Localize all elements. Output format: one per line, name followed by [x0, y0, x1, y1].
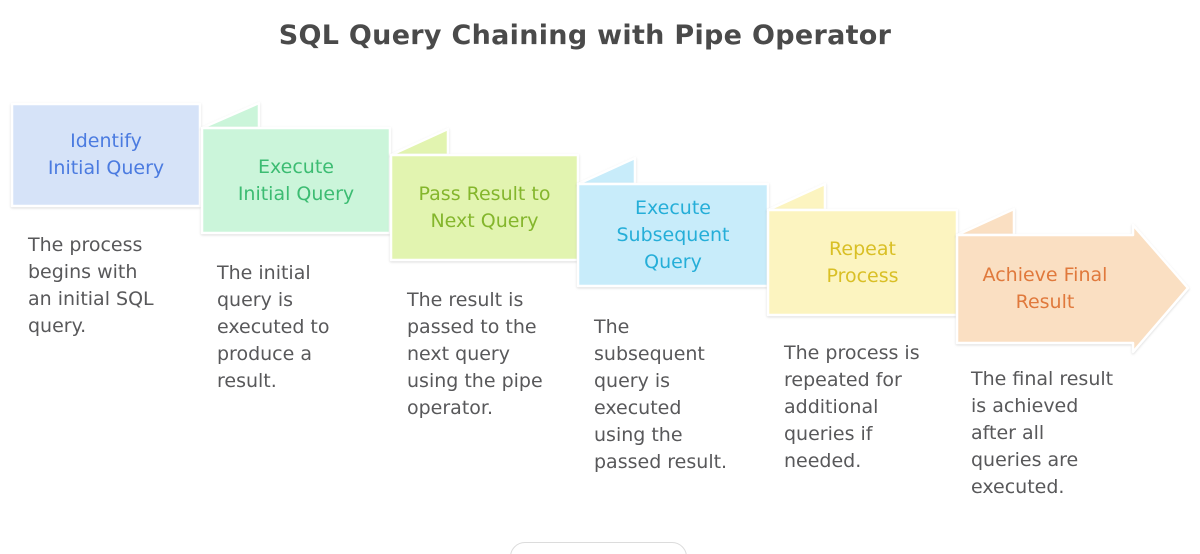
step-6-fold-icon [955, 207, 1016, 237]
step-3-description: The result is passed to the next query u… [407, 289, 543, 419]
step-3-fold-icon [389, 127, 450, 157]
step-5-title: Repeat Process [826, 237, 899, 287]
step-4-description: The subsequent query is executed using t… [594, 316, 728, 473]
step-4-title: Execute Subsequent Query [616, 196, 730, 273]
step-5-description: The process is repeated for additional q… [784, 342, 920, 472]
step-6-arrow-shape [955, 223, 1190, 354]
step-1-title: Identify Initial Query [47, 130, 165, 179]
step-3-title: Pass Result to Next Query [418, 182, 551, 232]
step-1-description: The process begins with an initial SQL q… [28, 234, 154, 337]
step-6-description: The final result is achieved after all q… [971, 368, 1114, 498]
step-2-description: The initial query is executed to produce… [217, 262, 330, 392]
diagram-title: SQL Query Chaining with Pipe Operator [278, 20, 892, 51]
step-5-fold-icon [766, 182, 827, 212]
step-6-title: Achieve Final Result [982, 264, 1108, 313]
step-2-fold-icon [200, 101, 261, 130]
step-4-fold-icon [576, 156, 637, 186]
step-1-box-shape [10, 102, 202, 208]
step-2-title: Execute Initial Query [237, 155, 355, 205]
partial-card[interactable] [510, 542, 687, 554]
